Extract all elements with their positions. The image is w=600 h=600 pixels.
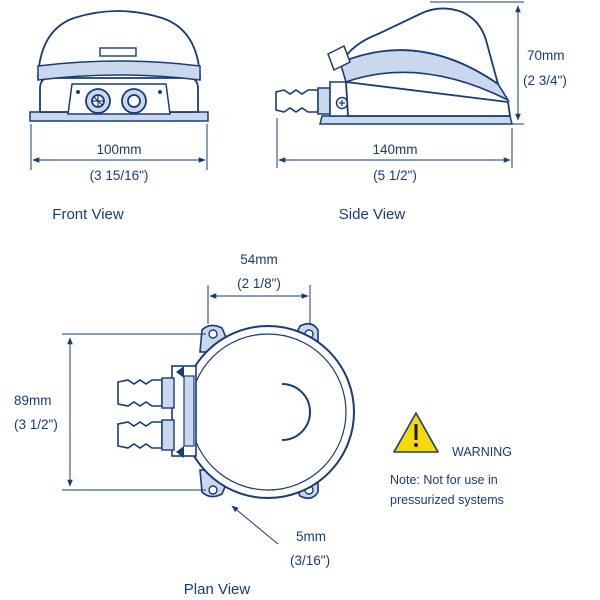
plan-width-dimension <box>207 285 311 324</box>
side-height-metric: 70mm <box>527 48 565 63</box>
plan-height-dimension <box>62 333 206 491</box>
plan-hole-imperial: (3/16") <box>290 553 330 568</box>
side-height-dimension <box>430 1 524 125</box>
plan-hole-metric: 5mm <box>296 529 326 544</box>
side-length-imperial: (5 1/2") <box>373 168 417 183</box>
plan-width-metric: 54mm <box>240 252 278 267</box>
front-width-metric: 100mm <box>96 142 141 157</box>
front-width-dimension <box>30 124 208 170</box>
side-view-drawing <box>275 7 513 125</box>
front-view-drawing <box>29 10 209 122</box>
plan-height-imperial: (3 1/2") <box>14 417 58 432</box>
front-view-label: Front View <box>52 206 124 223</box>
warning-title: WARNING <box>452 445 512 459</box>
plan-view-label: Plan View <box>184 581 251 598</box>
plan-width-imperial: (2 1/8") <box>237 276 281 291</box>
side-height-imperial: (2 3/4") <box>523 73 567 88</box>
warning-triangle-icon <box>393 412 439 453</box>
warning-note-line1: Note: Not for use in <box>390 473 498 487</box>
plan-height-metric: 89mm <box>14 393 52 408</box>
side-view-label: Side View <box>339 206 406 223</box>
front-width-imperial: (3 15/16") <box>90 168 149 183</box>
plan-hole-dimension <box>231 505 279 545</box>
side-length-metric: 140mm <box>372 142 417 157</box>
warning-note-line2: pressurized systems <box>390 493 504 507</box>
plan-view-drawing <box>117 322 355 500</box>
side-length-dimension <box>276 118 513 168</box>
